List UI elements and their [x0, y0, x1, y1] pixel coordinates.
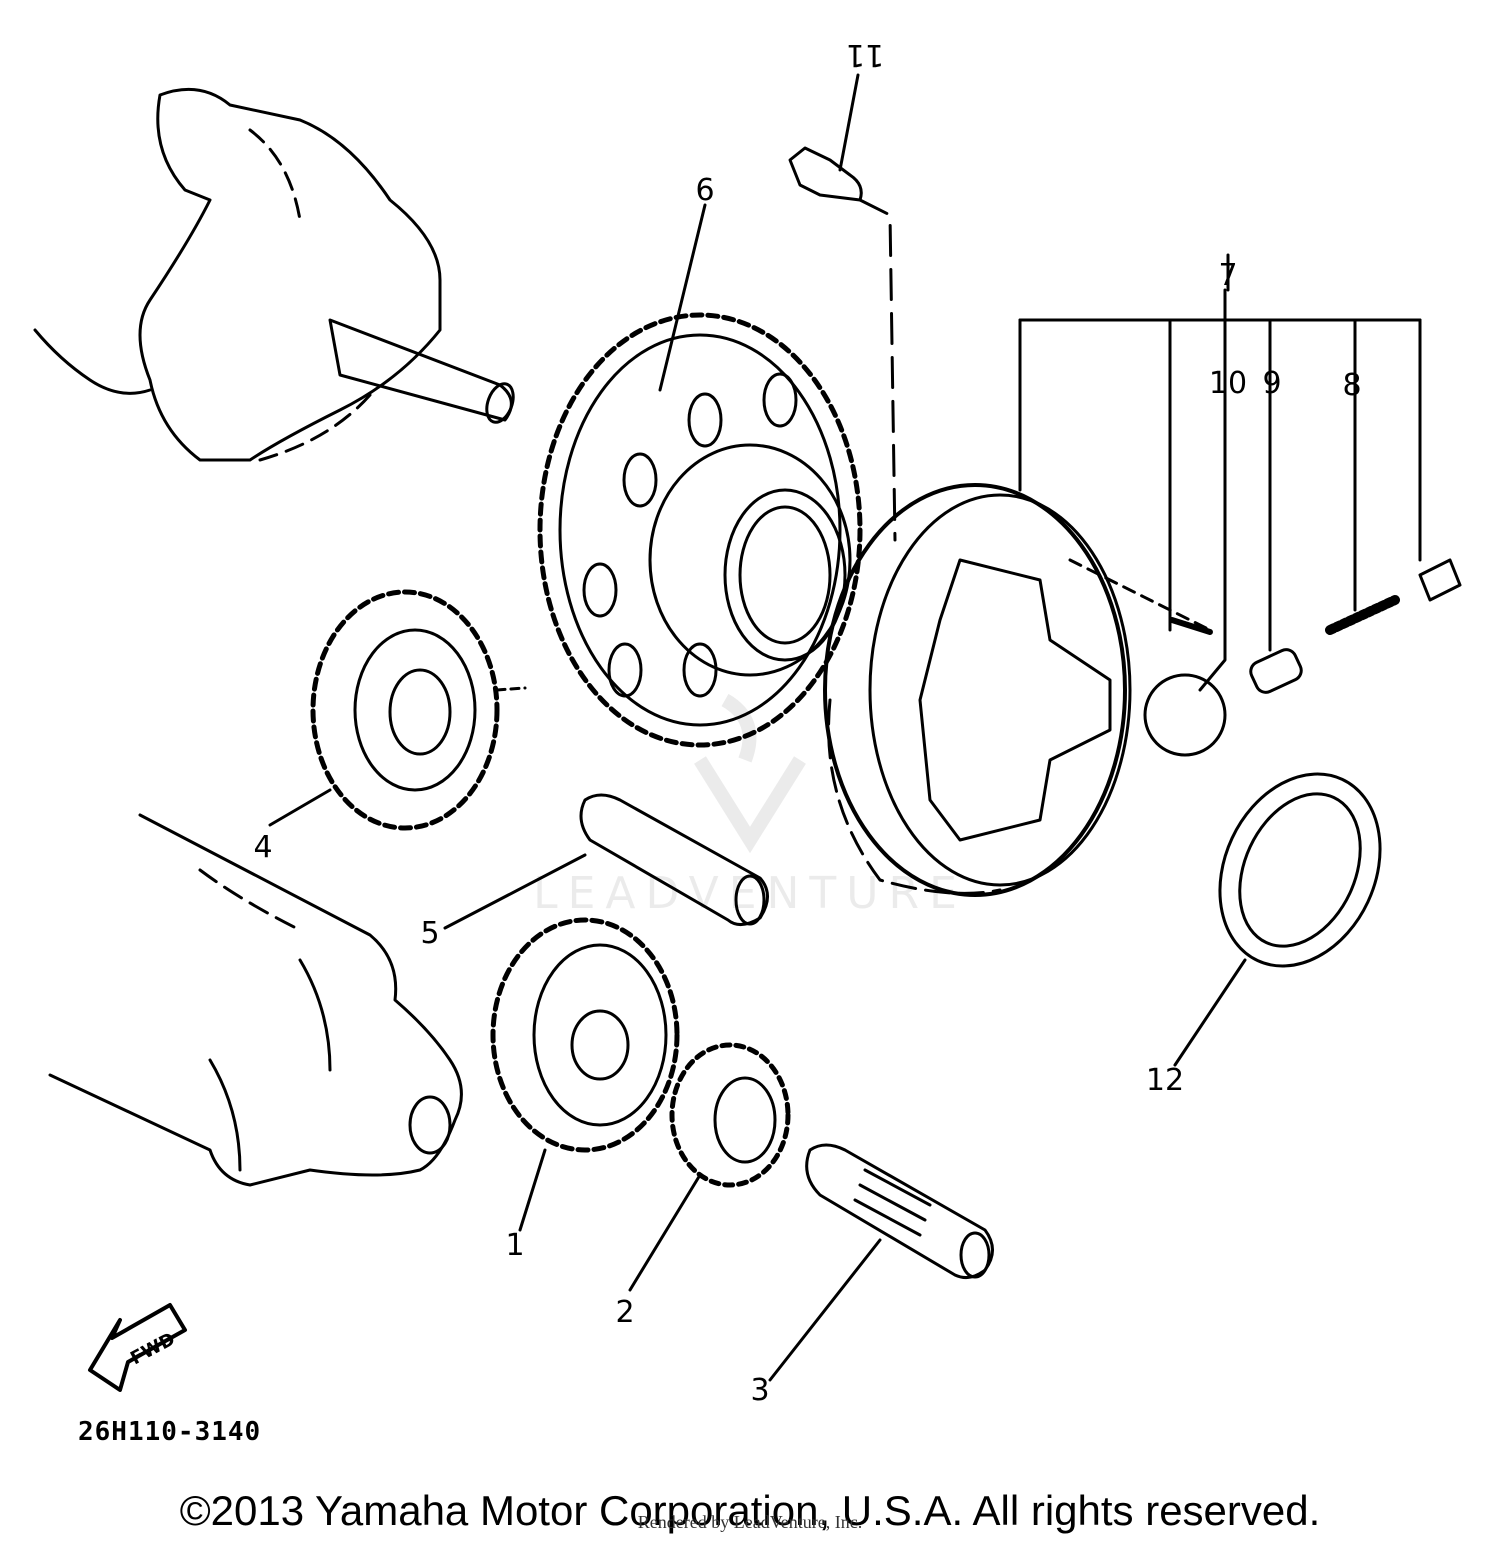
watermark-text: LEADVENTURE	[533, 868, 967, 919]
callout-10: 10	[1209, 366, 1247, 401]
drawing-number: 26H110-3140	[78, 1417, 261, 1447]
splined-shaft-part-3	[805, 1143, 994, 1280]
callout-12: 12	[1146, 1063, 1184, 1098]
copyright-notice: ©2013 Yamaha Motor Corporation, U.S.A. A…	[179, 1487, 1321, 1534]
bolt-part-11	[788, 146, 897, 542]
callout-11: 11	[846, 37, 884, 72]
callout-3: 3	[750, 1373, 769, 1408]
leader-lines	[268, 73, 1247, 1382]
washer-part-12	[1218, 772, 1382, 968]
assembly-bracket	[1018, 288, 1422, 692]
shaft-part-5	[579, 793, 769, 926]
callout-8: 8	[1342, 368, 1361, 403]
callout-9: 9	[1262, 366, 1281, 401]
callout-7: 7	[1218, 258, 1237, 293]
fwd-arrow-icon: FWD	[88, 1303, 187, 1392]
fwd-label: FWD	[127, 1329, 178, 1370]
starter-motor-drawing	[48, 813, 463, 1187]
callout-5: 5	[420, 916, 439, 951]
idle-gear-part-4	[310, 589, 527, 831]
crankshaft-drawing	[33, 87, 515, 462]
starter-wheel-gear-part-6	[537, 312, 863, 748]
callout-6: 6	[695, 173, 714, 208]
callout-2: 2	[615, 1295, 634, 1330]
small-parts-8-9-10	[1143, 558, 1462, 757]
callout-1: 1	[505, 1228, 524, 1263]
callout-4: 4	[253, 830, 272, 865]
gear-part-1	[490, 917, 680, 1153]
gear-part-2	[669, 1042, 791, 1188]
one-way-clutch-part-7	[823, 483, 1212, 897]
rendered-by-notice: Rendered by LeadVenture, Inc.	[637, 1512, 863, 1532]
watermark-logo	[694, 693, 806, 854]
